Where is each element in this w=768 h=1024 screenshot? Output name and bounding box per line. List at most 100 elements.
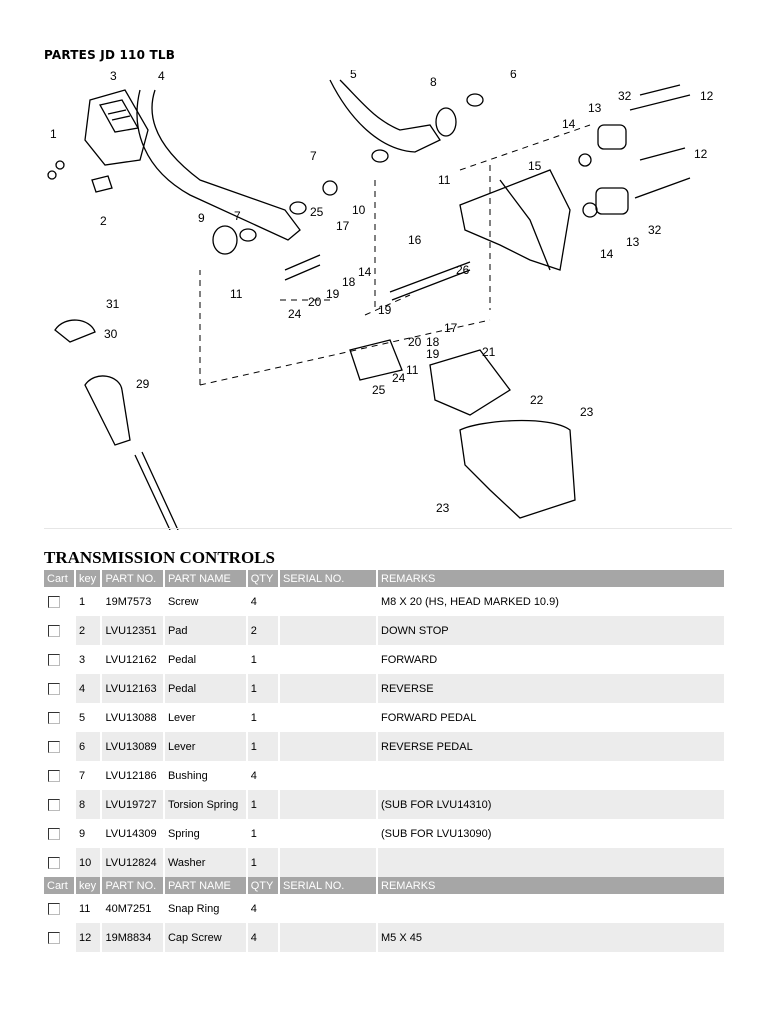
add-to-cart-checkbox[interactable] <box>48 711 60 724</box>
callout-11b: 11 <box>230 287 243 301</box>
callout-10: 10 <box>352 203 366 217</box>
callout-3: 3 <box>110 70 117 83</box>
key-cell: 2 <box>76 616 101 645</box>
part-name-cell: Cap Screw <box>164 923 246 952</box>
cart-cell <box>44 848 74 877</box>
part-no-cell: LVU12824 <box>102 848 163 877</box>
exploded-parts-diagram: 1 2 3 4 5 6 7 7 8 9 10 11 11 11 12 12 13… <box>47 70 714 530</box>
callout-12b: 12 <box>694 147 708 161</box>
col-key: key <box>76 570 101 587</box>
key-cell: 9 <box>79 827 86 840</box>
callout-19c: 19 <box>426 347 440 361</box>
part-no-cell: LVU12163 <box>102 674 163 703</box>
col-key: key <box>76 877 101 894</box>
callout-1: 1 <box>50 127 57 141</box>
part-name-cell: Pedal <box>164 674 246 703</box>
add-to-cart-checkbox[interactable] <box>48 653 60 666</box>
add-to-cart-checkbox[interactable] <box>48 931 60 944</box>
part-name-cell: Snap Ring <box>167 902 220 915</box>
add-to-cart-checkbox[interactable] <box>48 827 60 840</box>
document-title: PARTES JD 110 TLB <box>44 48 176 62</box>
qty-cell: 1 <box>250 711 257 724</box>
callout-13: 13 <box>588 101 602 115</box>
cart-cell <box>44 587 74 616</box>
add-to-cart-checkbox[interactable] <box>48 595 60 608</box>
qty-cell: 2 <box>247 616 278 645</box>
add-to-cart-checkbox[interactable] <box>48 682 60 695</box>
callout-20b: 20 <box>408 335 422 349</box>
remarks-cell: M5 X 45 <box>378 923 724 952</box>
serial-cell <box>280 819 376 848</box>
part-no-cell: LVU12162 <box>105 653 157 666</box>
remarks-cell <box>378 894 724 923</box>
key-cell: 5 <box>79 711 86 724</box>
cart-cell <box>44 703 74 732</box>
add-to-cart-checkbox[interactable] <box>48 740 60 753</box>
callout-22: 22 <box>530 393 544 407</box>
qty-cell: 1 <box>250 653 257 666</box>
callout-6: 6 <box>510 70 517 81</box>
key-cell: 12 <box>76 923 101 952</box>
part-name-cell: Torsion Spring <box>164 790 246 819</box>
part-no-cell: 40M7251 <box>105 902 152 915</box>
callout-13b: 13 <box>626 235 640 249</box>
add-to-cart-checkbox[interactable] <box>48 798 60 811</box>
callout-17: 17 <box>336 219 350 233</box>
col-part-no: PART NO. <box>102 877 163 894</box>
cart-cell <box>44 790 74 819</box>
serial-cell <box>280 587 376 616</box>
add-to-cart-checkbox[interactable] <box>48 624 60 637</box>
key-cell: 8 <box>76 790 101 819</box>
callout-2: 2 <box>100 214 107 228</box>
cart-cell <box>44 732 74 761</box>
callout-26: 26 <box>456 263 470 277</box>
remarks-cell: (SUB FOR LVU14310) <box>378 790 724 819</box>
key-cell: 10 <box>76 848 101 877</box>
serial-cell <box>280 848 376 877</box>
callout-11: 11 <box>438 173 451 187</box>
col-cart: Cart <box>44 877 74 894</box>
callout-9: 9 <box>198 211 205 225</box>
key-cell: 6 <box>76 732 101 761</box>
part-name-cell: Lever <box>167 711 196 724</box>
callout-23b: 23 <box>436 501 450 515</box>
table-header-row-repeat: Cart key PART NO. PART NAME QTY SERIAL N… <box>44 877 724 894</box>
key-cell: 4 <box>76 674 101 703</box>
callout-25b: 25 <box>372 383 386 397</box>
add-to-cart-checkbox[interactable] <box>48 902 60 915</box>
callout-19b: 19 <box>378 303 392 317</box>
serial-cell <box>280 923 376 952</box>
add-to-cart-checkbox[interactable] <box>48 769 60 782</box>
serial-cell <box>280 674 376 703</box>
callout-14: 14 <box>562 117 576 131</box>
callout-24: 24 <box>288 307 302 321</box>
part-name-cell: Screw <box>167 595 199 608</box>
key-cell: 1 <box>79 595 86 608</box>
add-to-cart-checkbox[interactable] <box>48 856 60 869</box>
part-name-cell: Pad <box>164 616 246 645</box>
qty-cell: 4 <box>250 769 257 782</box>
callout-15: 15 <box>528 159 542 173</box>
serial-cell <box>280 761 376 790</box>
callout-32: 32 <box>618 89 632 103</box>
remarks-cell: FORWARD <box>381 653 438 666</box>
part-no-cell: 19M7573 <box>105 595 152 608</box>
callout-31: 31 <box>106 297 120 311</box>
callout-11c: 11 <box>406 363 419 377</box>
callout-25: 25 <box>310 205 324 219</box>
callout-18b: 18 <box>426 335 440 349</box>
col-serial-no: SERIAL NO. <box>280 570 376 587</box>
cart-cell <box>44 674 74 703</box>
qty-cell: 4 <box>250 595 257 608</box>
remarks-cell: DOWN STOP <box>378 616 724 645</box>
qty-cell: 1 <box>247 674 278 703</box>
part-no-cell: LVU12186 <box>105 769 157 782</box>
key-cell: 7 <box>79 769 86 782</box>
parts-table: Cart key PART NO. PART NAME QTY SERIAL N… <box>42 570 726 952</box>
serial-cell <box>280 645 376 674</box>
